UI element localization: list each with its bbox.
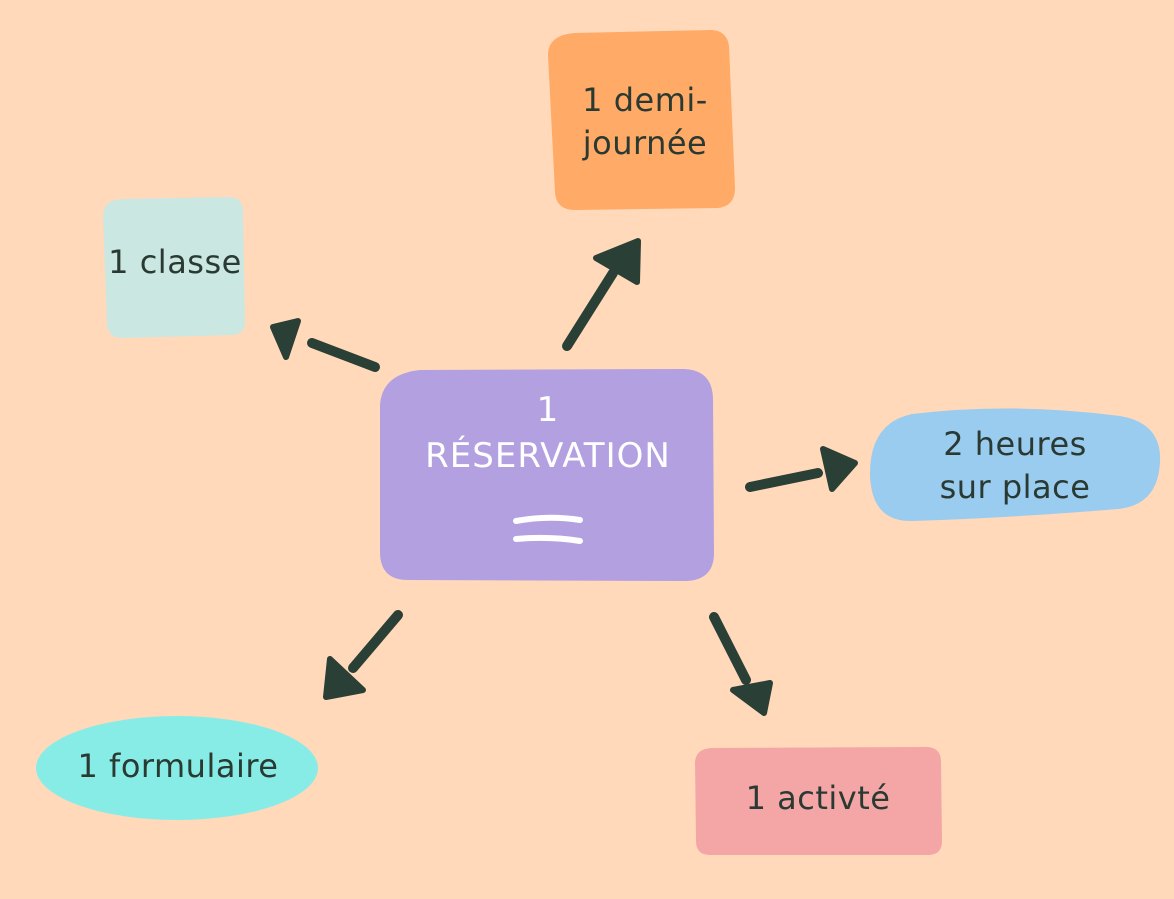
node-demi-journee-label: 1 demi- journée <box>582 80 708 162</box>
node-heures-label: 2 heures sur place <box>939 424 1091 506</box>
center-node-label: 1 RÉSERVATION <box>425 390 671 476</box>
equals-icon <box>513 514 583 544</box>
node-formulaire-shape <box>36 716 318 820</box>
node-activite-label: 1 activté <box>745 779 891 818</box>
arrow-to-formulaire <box>323 610 403 700</box>
node-heures-shape <box>869 408 1161 522</box>
arrow-to-demi-journee <box>562 238 641 351</box>
arrow-to-activite <box>709 612 773 716</box>
node-classe-shape <box>103 197 245 338</box>
node-formulaire-label: 1 formulaire <box>77 747 279 786</box>
node-activite-shape <box>695 747 942 855</box>
nodes <box>36 30 1161 855</box>
arrow-to-heures <box>745 446 858 492</box>
arrow-to-classe <box>270 318 380 372</box>
node-demi-journee-shape <box>548 30 735 210</box>
node-classe-label: 1 classe <box>108 243 242 282</box>
center-node-shape <box>380 369 714 581</box>
arrows <box>270 238 858 716</box>
